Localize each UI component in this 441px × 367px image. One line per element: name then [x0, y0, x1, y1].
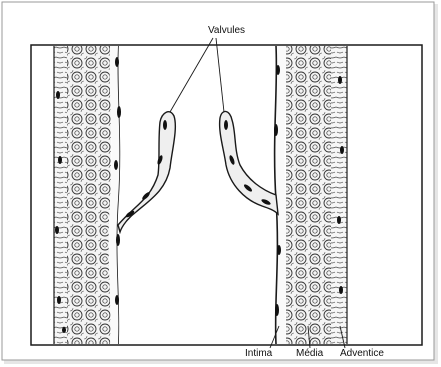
label-valvules: Valvules [208, 26, 245, 36]
label-intima: Intima [245, 349, 272, 359]
label-adventice: Adventice [340, 349, 384, 359]
left-vein-wall [54, 46, 121, 344]
right-vein-wall [274, 46, 347, 344]
right-adventitia [331, 46, 347, 344]
left-media [67, 46, 111, 344]
right-media [286, 46, 332, 344]
label-media: Média [296, 349, 323, 359]
left-adventitia [54, 46, 68, 344]
